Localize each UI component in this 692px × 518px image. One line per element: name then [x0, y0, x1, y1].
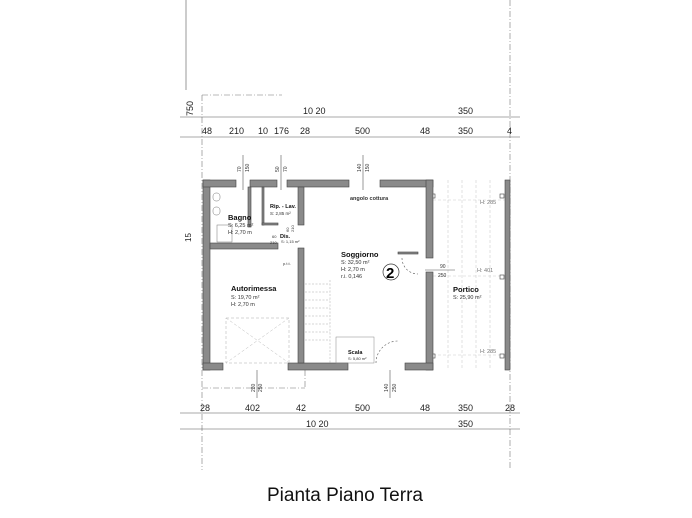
- dim: 350: [458, 126, 473, 136]
- room-area: S: 25,90 m²: [453, 295, 482, 301]
- opening-dim: 150: [365, 163, 371, 172]
- dim-overall: 350: [458, 419, 473, 429]
- dim: 402: [245, 403, 260, 413]
- opening-dim: 280: [251, 383, 257, 392]
- dim: 28: [300, 126, 310, 136]
- room-area: S: 1,15 m²: [281, 239, 300, 244]
- opening-dim: 70: [237, 166, 243, 172]
- room-area: S: 32,50 m²: [341, 260, 370, 266]
- plan-title: Pianta Piano Terra: [267, 485, 423, 506]
- door-swing: [401, 257, 419, 275]
- dim: 48: [420, 403, 430, 413]
- toilet-icon: [212, 192, 221, 202]
- room-area: S: 2,85 m²: [270, 211, 291, 216]
- room-height: H: 2,70 m: [228, 230, 252, 236]
- room-name-portico: Portico: [453, 285, 479, 294]
- portico-height: H: 401: [477, 268, 493, 274]
- room-height: H: 2,70 m: [231, 302, 255, 308]
- portico-height: H: 285: [480, 200, 496, 206]
- height-dimension: 750: [185, 101, 195, 116]
- room-height: H: 2,70 m: [341, 267, 365, 273]
- bottom-detail-dimensions: 28 402 42 500 48 350 28: [200, 403, 515, 413]
- door-swing: [375, 340, 399, 364]
- room-name-scala: Scala: [348, 350, 363, 356]
- dim: 48: [420, 126, 430, 136]
- opening-dim: 250: [438, 273, 447, 279]
- opening-dim: 150: [245, 163, 251, 172]
- dim: 350: [458, 403, 473, 413]
- portico-height: H: 285: [480, 349, 496, 355]
- room-name-bagno: Bagno: [228, 213, 252, 222]
- dim-overall: 10 20: [303, 106, 326, 116]
- dim: 176: [274, 126, 289, 136]
- dim: 500: [355, 126, 370, 136]
- opening-dim: 50: [275, 166, 281, 172]
- dim: 28: [200, 403, 210, 413]
- dim: 210: [229, 126, 244, 136]
- dim: 500: [355, 403, 370, 413]
- kitchen-label: angolo cottura: [350, 196, 389, 202]
- room-area: S: 5,80 m²: [348, 356, 367, 361]
- dim: 10: [258, 126, 268, 136]
- opening-dim: 90: [440, 264, 446, 270]
- walls: [202, 179, 511, 371]
- dim: 48: [202, 126, 212, 136]
- left-marker: 15: [184, 233, 193, 242]
- room-area: S: 19,70 m²: [231, 295, 260, 301]
- room-area: S: 6,25 m²: [228, 223, 254, 229]
- opening-dim: 250: [258, 383, 264, 392]
- dim: 42: [296, 403, 306, 413]
- room-name-rip-lav: Rip. - Lav.: [270, 204, 296, 210]
- bidet-icon: [212, 206, 221, 216]
- opening-dim: 140: [384, 383, 390, 392]
- opening-dim: 70: [283, 166, 289, 172]
- opening-dim: 60: [272, 234, 277, 239]
- portico-area: [430, 180, 505, 370]
- dim-overall: 350: [458, 106, 473, 116]
- dim-overall: 10 20: [306, 419, 329, 429]
- stair-landing: [335, 336, 375, 364]
- opening-dim: 250: [392, 383, 398, 392]
- top-detail-dimensions: 48 210 10 176 28 500 48 350 4: [202, 126, 512, 136]
- opening-dim: 210: [270, 240, 277, 245]
- dim: 4: [507, 126, 512, 136]
- opening-dim: 210: [290, 225, 295, 232]
- staircase: [305, 280, 331, 363]
- opening-dim: 60: [285, 227, 290, 232]
- unit-marker: 2: [386, 265, 394, 282]
- room-ri: r.i. 0,146: [341, 274, 362, 280]
- room-name-soggiorno: Soggiorno: [341, 250, 379, 259]
- room-note: p.t.t.: [283, 261, 291, 266]
- dim: 28: [505, 403, 515, 413]
- unit-marker-circle: [382, 263, 400, 281]
- room-name-autorimessa: Autorimessa: [231, 284, 277, 293]
- opening-dim: 140: [357, 163, 363, 172]
- room-name-dis: Dis.: [280, 234, 291, 240]
- garage-door: [225, 317, 290, 364]
- shower-icon: [216, 224, 233, 243]
